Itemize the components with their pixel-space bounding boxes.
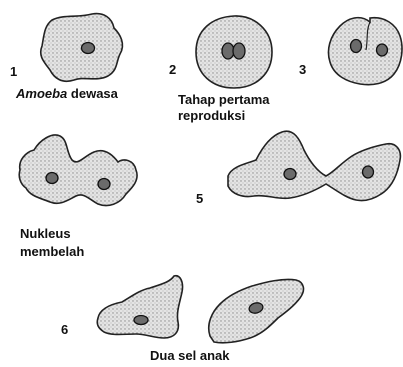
stage-1-adult-amoeba [41, 14, 123, 82]
caption-stage-1: Amoeba dewasa [16, 86, 118, 101]
caption-stage-4-line-2: membelah [20, 244, 84, 259]
nucleus-left [46, 173, 58, 184]
stage-2-first-stage [196, 16, 272, 88]
elongated-cell-body [228, 131, 400, 200]
stage-number-5: 5 [196, 191, 203, 206]
caption-stage-2-line-1: Tahap pertama [178, 92, 270, 107]
stage-number-3: 3 [299, 62, 306, 77]
caption-stage-6: Dua sel anak [150, 348, 230, 363]
caption-stage-4-line-1: Nukleus [20, 226, 71, 241]
two-lobed-cell-body [19, 135, 137, 206]
stage-number-1: 1 [10, 64, 17, 79]
nucleus-left [351, 40, 362, 53]
caption-amoeba-italic: Amoeba [16, 86, 67, 101]
nucleus-left [284, 169, 296, 180]
stage-6-daughter-cells [97, 276, 303, 343]
stage-number-6: 6 [61, 322, 68, 337]
stage-number-2: 2 [169, 62, 176, 77]
nucleus-left-daughter [134, 316, 148, 325]
stage-5-cell-stretching [228, 131, 400, 200]
caption-dewasa: dewasa [67, 86, 118, 101]
nucleus-right [363, 166, 374, 178]
dividing-cell-body [328, 18, 402, 85]
nucleus-right-half [233, 43, 245, 59]
stage-4-nucleus-divided [19, 135, 137, 206]
nucleus-right [377, 44, 388, 56]
daughter-cell-left [97, 276, 182, 338]
caption-stage-2-line-2: reproduksi [178, 108, 245, 123]
stage-3-dividing-cell [328, 18, 402, 85]
nucleus-right [98, 179, 110, 190]
nucleus [82, 43, 95, 54]
nucleus-left-half [222, 43, 234, 59]
